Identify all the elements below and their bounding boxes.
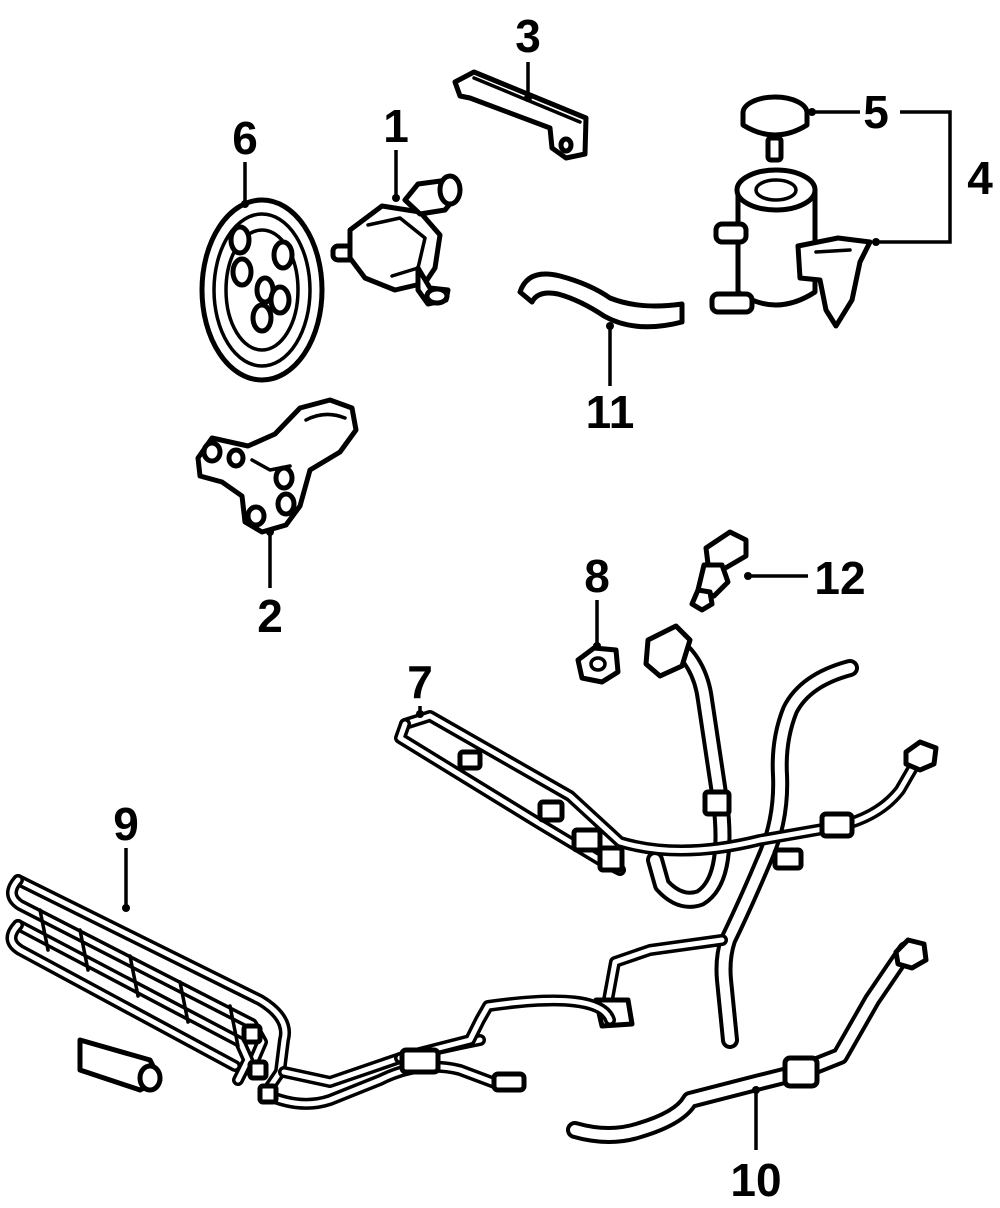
part-4-reservoir[interactable] xyxy=(709,167,873,329)
callout-11: 11 xyxy=(586,386,635,438)
callout-4: 4 xyxy=(967,152,993,204)
callout-1: 1 xyxy=(383,100,409,152)
callout-5: 5 xyxy=(863,86,889,138)
part-11-hose[interactable] xyxy=(517,271,685,330)
part-9-oil-cooler[interactable] xyxy=(5,874,616,1110)
callout-12: 12 xyxy=(814,552,865,604)
part-1-pump[interactable] xyxy=(330,173,463,307)
part-2-pump-bracket[interactable] xyxy=(195,397,359,535)
callout-leaders xyxy=(122,62,952,1150)
part-5-reservoir-cap[interactable] xyxy=(740,94,810,163)
part-7-pressure-line[interactable] xyxy=(394,623,939,1049)
callout-10: 10 xyxy=(730,1154,781,1206)
callout-9: 9 xyxy=(113,798,139,850)
callout-8: 8 xyxy=(584,550,610,602)
part-12-pressure-switch[interactable] xyxy=(689,529,749,613)
part-10-suction-hose[interactable] xyxy=(566,937,929,1144)
callout-3: 3 xyxy=(515,10,541,62)
part-8-clamp[interactable] xyxy=(575,645,621,685)
part-6-pulley[interactable] xyxy=(199,197,325,383)
callout-6: 6 xyxy=(232,112,258,164)
part-3-bracket[interactable] xyxy=(452,69,589,161)
callout-7: 7 xyxy=(407,656,433,708)
callout-2: 2 xyxy=(257,590,283,642)
